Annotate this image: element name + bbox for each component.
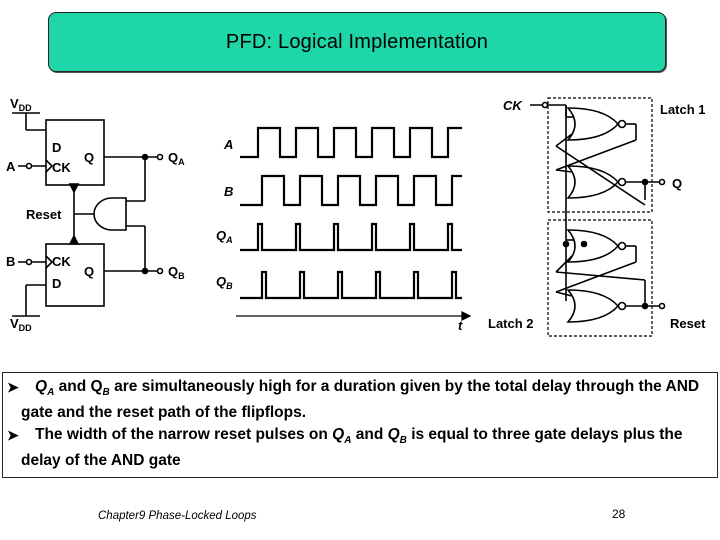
footer-chapter: Chapter9 Phase-Locked Loops — [98, 510, 257, 522]
ff-bot-ck: CK — [52, 254, 71, 269]
latch2-label: Latch 2 — [488, 316, 534, 331]
ff-top-ck: CK — [52, 160, 71, 175]
page-number: 28 — [612, 507, 626, 521]
nor-gate-3 — [566, 229, 620, 263]
ff-top-d: D — [52, 140, 61, 155]
wave-qb — [240, 270, 462, 300]
bullet-2: ➤ The width of the narrow reset pulses o… — [7, 426, 683, 470]
and-gate — [93, 197, 127, 231]
latch-ck-label: CK — [503, 98, 523, 113]
latch1-box — [547, 97, 653, 213]
bullet-list: ➤ QA and QB are simultaneously high for … — [2, 372, 718, 478]
wave-b — [240, 174, 462, 207]
latch1-label: Latch 1 — [660, 102, 706, 117]
title-banner: PFD: Logical Implementation — [48, 12, 666, 72]
latch-q-label: Q — [672, 176, 682, 191]
nor-gate-4 — [566, 289, 620, 323]
qb-output-label: QB — [168, 264, 185, 281]
ff-top-q: Q — [84, 150, 94, 165]
wave-label-qb: QB — [216, 274, 233, 291]
bullet-arrow-icon: ➤ — [7, 427, 19, 443]
vdd-bottom-label: VDD — [10, 316, 32, 333]
time-label: t — [458, 318, 463, 333]
latch-reset-label: Reset — [670, 316, 706, 331]
wave-label-qa: QA — [216, 228, 233, 245]
ff-bot-d: D — [52, 276, 61, 291]
wave-qa — [240, 222, 462, 252]
bullet-1: ➤ QA and QB are simultaneously high for … — [7, 378, 700, 422]
wave-label-b: B — [224, 184, 233, 199]
wave-label-a: A — [223, 137, 233, 152]
wave-a — [240, 126, 462, 159]
latch2-box — [547, 219, 653, 337]
ff-bot-q: Q — [84, 264, 94, 279]
slide-title: PFD: Logical Implementation — [225, 31, 489, 53]
qa-output-label: QA — [168, 150, 185, 167]
bullet-arrow-icon: ➤ — [7, 379, 19, 395]
reset-label: Reset — [26, 207, 62, 222]
input-a-label: A — [6, 159, 16, 174]
pfd-figure: VDD A D CK Q QA Reset B CK D Q QB VDD A … — [6, 96, 706, 337]
vdd-label: VDD — [10, 96, 32, 113]
input-b-label: B — [6, 254, 15, 269]
nor-gate-1 — [566, 107, 620, 141]
nor-gate-2 — [566, 165, 620, 199]
